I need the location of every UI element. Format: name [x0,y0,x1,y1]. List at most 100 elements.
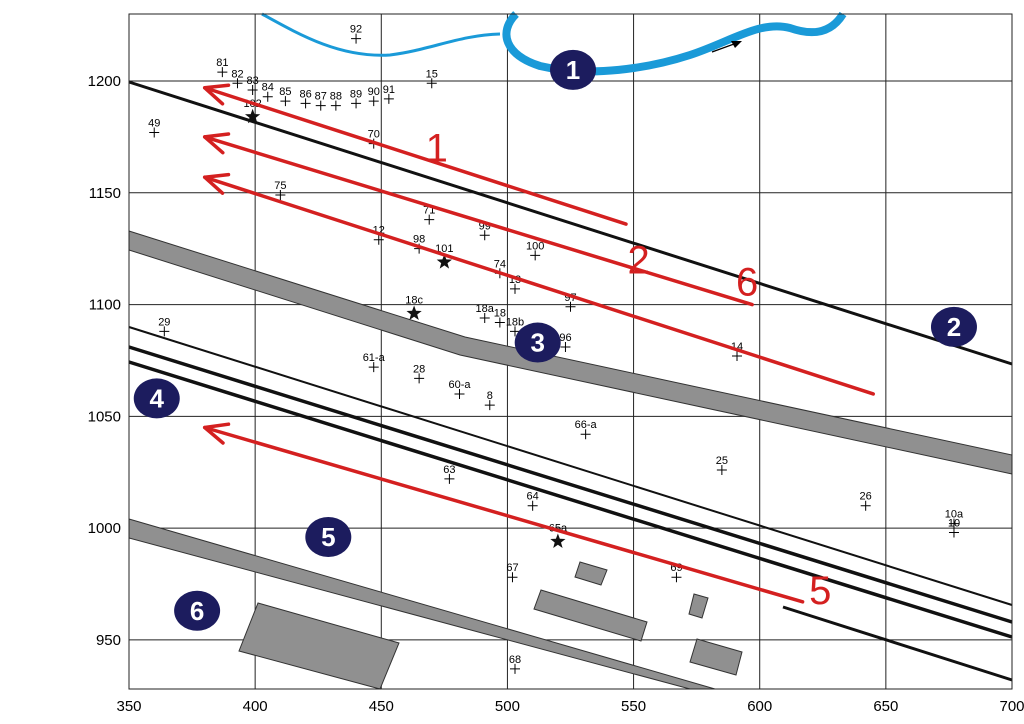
survey-point: 18a [476,303,495,323]
survey-point: 10a [945,509,964,529]
survey-point-label: 10a [945,509,964,521]
survey-point: 49 [148,117,160,138]
survey-point: 60-a [448,379,471,399]
survey-point-label: 90 [368,86,380,98]
survey-point: 83 [246,75,259,95]
y-tick-label: 1050 [88,408,121,425]
survey-point: 96 [559,332,572,353]
survey-point-label: 8 [487,390,493,402]
route-arrow: 6 [202,132,758,307]
gray-band-upper [128,230,1013,475]
survey-point-label: 66-a [575,419,598,431]
survey-point-label: 91 [383,84,395,96]
cross-marker-icon [383,93,394,104]
survey-point: 81 [216,57,228,78]
survey-point-label: 81 [216,57,228,69]
survey-point-label: 98 [413,234,425,246]
grid-lines [129,14,1012,689]
route-label: 5 [809,569,831,613]
survey-point-label: 75 [274,180,286,192]
cross-marker-icon [560,342,571,353]
star-point: 65a [549,522,568,548]
cross-marker-icon [247,84,258,95]
cross-marker-icon [351,33,362,44]
route-line [202,425,805,604]
x-tick-label: 700 [999,698,1024,715]
cross-marker-icon [262,91,273,102]
survey-point-label: 61-a [363,352,386,364]
survey-point-label: 29 [158,316,170,328]
cross-marker-icon [507,572,518,583]
y-tick-label: 1000 [88,520,121,537]
building-small-3 [688,593,709,619]
x-tick-label: 400 [243,698,268,715]
survey-point: 92 [350,24,362,44]
survey-point-label: 10 [948,518,960,530]
survey-point: 75 [274,180,286,201]
building-small-2 [533,589,648,642]
building-small-4 [689,638,743,676]
survey-point: 85 [279,86,292,107]
zone-marker-label: 6 [190,596,204,626]
river [261,11,847,76]
survey-point-label: 92 [350,24,362,36]
route-arrow: 5 [202,422,831,613]
star-icon [436,254,452,269]
survey-point-label: 85 [279,86,291,98]
survey-point-label: 26 [860,491,872,503]
black-line-top [128,80,1013,366]
arrowhead-icon [202,422,231,445]
star-icon [245,108,261,124]
survey-point: 84 [262,82,274,102]
survey-point: 28 [413,363,425,384]
cross-marker-icon [484,400,495,411]
survey-point: 63 [443,464,456,484]
arrowhead-icon [202,172,231,195]
cross-marker-icon [373,234,384,245]
zone-marker-badge [550,49,597,90]
survey-point: 64 [527,491,539,511]
cross-marker-icon [716,464,727,475]
cross-marker-icon [580,429,591,440]
survey-point-label: 28 [413,363,425,375]
survey-point: 89 [350,88,362,109]
survey-point-label: 68 [509,654,521,666]
cross-marker-icon [275,190,286,201]
cross-marker-icon [948,527,959,538]
x-tick-label: 500 [495,698,520,715]
cross-marker-icon [530,250,541,261]
black-line-2 [128,360,1013,639]
cross-marker-icon [300,98,311,109]
x-tick-label: 550 [621,698,646,715]
survey-point: 90 [368,86,380,107]
survey-point: 88 [330,91,342,111]
zone-marker: 4 [133,378,180,419]
zone-marker: 2 [930,306,977,347]
cross-marker-icon [565,301,576,312]
star-point-label: 18c [405,295,423,307]
zone-marker-label: 4 [150,383,165,413]
survey-point-label: 18b [506,316,524,328]
survey-point-label: 74 [494,258,506,270]
survey-point-label: 25 [716,455,728,467]
building-small-1 [574,561,608,586]
route-line [202,135,754,307]
river-thin-channel [261,12,501,57]
survey-point-label: 70 [368,129,380,141]
x-tick-label: 600 [747,698,772,715]
cross-marker-icon [217,67,228,78]
survey-point: 67 [506,562,519,583]
zone-marker: 5 [305,517,352,558]
building-large [238,602,400,690]
survey-point-label: 64 [527,491,539,503]
zone-marker-badge [930,306,977,347]
cross-marker-icon [159,326,170,337]
black-line-thin [128,326,1013,606]
cross-marker-icon [149,127,160,138]
survey-point-label: 67 [506,562,518,574]
cross-marker-icon [494,317,505,328]
